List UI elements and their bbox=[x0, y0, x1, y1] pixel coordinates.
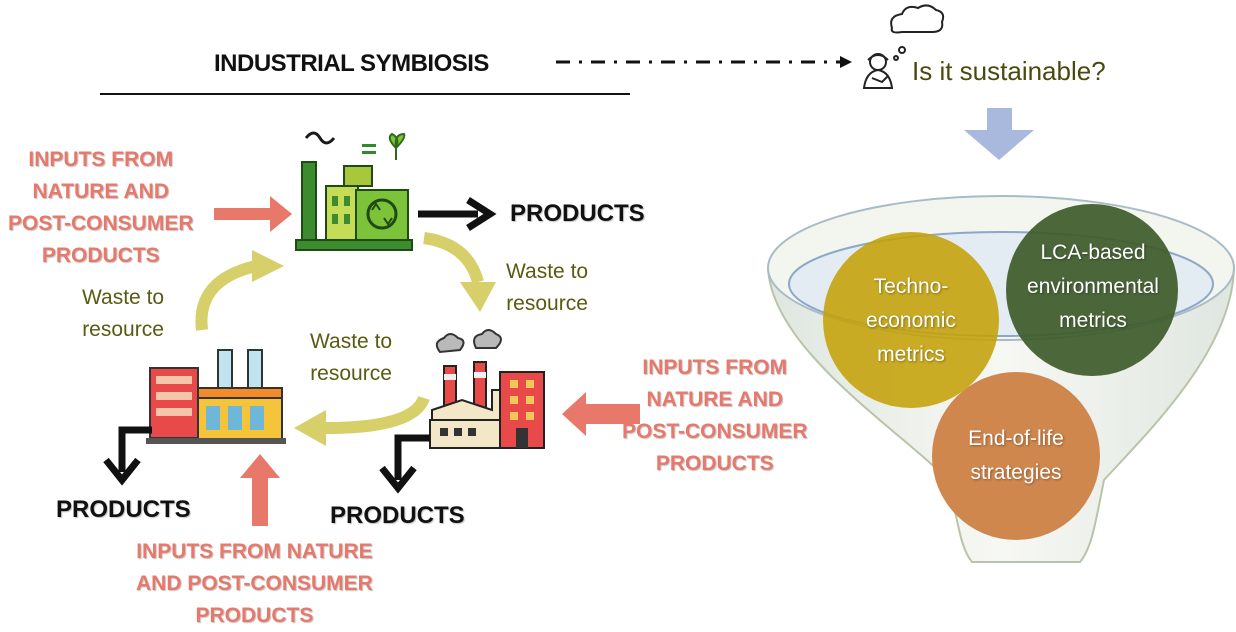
down-arrow bbox=[964, 108, 1034, 160]
waste-label-right: Waste to resource bbox=[506, 256, 588, 320]
products-arrow-top bbox=[418, 197, 497, 231]
input-arrow-left bbox=[214, 196, 292, 232]
green-plant-icon bbox=[295, 131, 413, 251]
eol-line-2: strategies bbox=[970, 461, 1062, 484]
thinking-person-icon bbox=[862, 4, 945, 89]
techno-line-2: economic bbox=[866, 309, 956, 332]
inputs-left-line-3: POST-CONSUMER bbox=[8, 212, 194, 235]
lca-line-1: LCA-based bbox=[1040, 241, 1146, 264]
inputs-left-label: INPUTS FROM NATURE AND POST-CONSUMER PRO… bbox=[8, 144, 194, 272]
waste-label-left: Waste to resource bbox=[82, 282, 164, 346]
techno-economic-circle bbox=[823, 232, 999, 408]
techno-line-1: Techno- bbox=[873, 275, 949, 298]
waste-right-line-2: resource bbox=[506, 292, 588, 315]
techno-line-3: metrics bbox=[877, 343, 945, 366]
inputs-bottom-line-1: INPUTS FROM NATURE bbox=[136, 540, 373, 563]
products-arrow-left bbox=[103, 426, 152, 486]
eol-line-1: End-of-life bbox=[968, 427, 1064, 450]
input-arrow-right bbox=[562, 392, 640, 436]
end-of-life-circle bbox=[932, 372, 1100, 540]
input-arrow-bottom bbox=[240, 454, 280, 526]
red-factory-icon bbox=[429, 329, 545, 449]
inputs-bottom-label: INPUTS FROM NATURE AND POST-CONSUMER PRO… bbox=[136, 536, 373, 632]
lca-environmental-label: LCA-based environmental metrics bbox=[1010, 236, 1176, 338]
waste-middle-line-2: resource bbox=[310, 362, 392, 385]
inputs-bottom-line-3: PRODUCTS bbox=[195, 604, 314, 627]
end-of-life-label: End-of-life strategies bbox=[950, 422, 1082, 490]
inputs-right-line-3: POST-CONSUMER bbox=[622, 420, 808, 443]
techno-economic-label: Techno- economic metrics bbox=[846, 270, 976, 372]
sustainability-question: Is it sustainable? bbox=[912, 56, 1106, 86]
inputs-left-line-2: NATURE AND bbox=[32, 180, 170, 203]
page-title: INDUSTRIAL SYMBIOSIS bbox=[214, 50, 489, 77]
products-label-top: PRODUCTS bbox=[510, 200, 645, 227]
products-arrow-middle bbox=[379, 434, 430, 494]
lca-line-3: metrics bbox=[1059, 309, 1127, 332]
inputs-right-line-2: NATURE AND bbox=[646, 388, 784, 411]
inputs-right-line-4: PRODUCTS bbox=[655, 452, 774, 475]
products-label-middle: PRODUCTS bbox=[330, 502, 465, 529]
waste-arrow-middle bbox=[294, 395, 430, 446]
lca-environmental-circle bbox=[1006, 204, 1178, 376]
lca-line-2: environmental bbox=[1027, 275, 1159, 298]
products-label-left: PRODUCTS bbox=[56, 496, 191, 523]
inputs-right-line-1: INPUTS FROM bbox=[642, 356, 788, 379]
waste-arrow-right bbox=[422, 232, 496, 312]
inputs-right-label: INPUTS FROM NATURE AND POST-CONSUMER PRO… bbox=[622, 352, 808, 480]
waste-label-middle: Waste to resource bbox=[310, 326, 392, 390]
orange-factory-icon bbox=[146, 349, 286, 444]
waste-right-line-1: Waste to bbox=[506, 260, 589, 283]
waste-middle-line-1: Waste to bbox=[310, 330, 393, 353]
inputs-left-line-1: INPUTS FROM bbox=[28, 148, 174, 171]
dash-dot-arrow bbox=[556, 56, 852, 68]
waste-left-line-1: Waste to bbox=[82, 286, 165, 309]
inputs-bottom-line-2: AND POST-CONSUMER bbox=[136, 572, 373, 595]
inputs-left-line-4: PRODUCTS bbox=[41, 244, 160, 267]
waste-left-line-2: resource bbox=[82, 318, 164, 341]
waste-arrow-left bbox=[195, 250, 284, 331]
